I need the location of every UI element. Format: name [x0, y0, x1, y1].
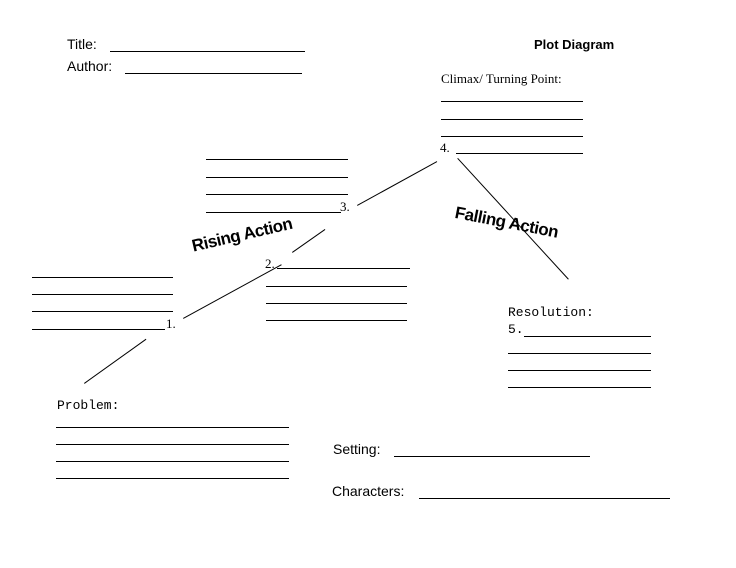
resolution-number: 5. — [508, 322, 524, 337]
climax-number: 4. — [440, 140, 450, 155]
climax-blank[interactable] — [456, 153, 583, 154]
setting-label: Setting: — [333, 441, 381, 457]
page-title: Plot Diagram — [534, 37, 615, 52]
characters-label: Characters: — [332, 483, 405, 499]
rising-1-blank[interactable] — [32, 329, 165, 330]
resolution-blank[interactable] — [508, 387, 651, 388]
rising-number-3: 3. — [340, 199, 350, 214]
title-label: Title: — [67, 36, 97, 52]
resolution-blank[interactable] — [508, 370, 651, 371]
rising-1-blank[interactable] — [32, 277, 173, 278]
setting-blank[interactable] — [394, 442, 590, 457]
rising-3-blank[interactable] — [206, 194, 348, 195]
climax-blank[interactable] — [441, 101, 583, 102]
problem-blank[interactable] — [56, 444, 289, 445]
plot-line-segment — [292, 229, 326, 253]
resolution-blank[interactable] — [524, 336, 651, 337]
problem-blank[interactable] — [56, 427, 289, 428]
problem-blank[interactable] — [56, 478, 289, 479]
rising-number-1: 1. — [166, 316, 176, 331]
rising-1-blank[interactable] — [32, 311, 173, 312]
plot-line-segment — [357, 161, 438, 206]
problem-label: Problem: — [57, 398, 120, 413]
plot-line-segment — [183, 264, 282, 319]
rising-2-blank[interactable] — [266, 286, 407, 287]
falling-action-label: Falling Action — [453, 203, 560, 242]
rising-3-blank[interactable] — [206, 159, 348, 160]
rising-1-blank[interactable] — [32, 294, 173, 295]
climax-blank[interactable] — [441, 119, 583, 120]
author-label: Author: — [67, 58, 113, 74]
climax-blank[interactable] — [441, 136, 583, 137]
problem-blank[interactable] — [56, 461, 289, 462]
rising-3-blank[interactable] — [206, 177, 348, 178]
rising-action-label: Rising Action — [190, 213, 295, 256]
author-blank[interactable] — [125, 59, 302, 74]
resolution-blank[interactable] — [508, 353, 651, 354]
characters-blank[interactable] — [419, 484, 670, 499]
rising-number-2: 2. — [265, 256, 275, 271]
rising-3-blank[interactable] — [206, 212, 341, 213]
title-blank[interactable] — [110, 37, 305, 52]
climax-label: Climax/ Turning Point: — [441, 71, 562, 86]
rising-2-blank[interactable] — [277, 268, 410, 269]
plot-line-segment — [84, 338, 147, 384]
rising-2-blank[interactable] — [266, 320, 407, 321]
resolution-label: Resolution: — [508, 305, 594, 320]
rising-2-blank[interactable] — [266, 303, 407, 304]
